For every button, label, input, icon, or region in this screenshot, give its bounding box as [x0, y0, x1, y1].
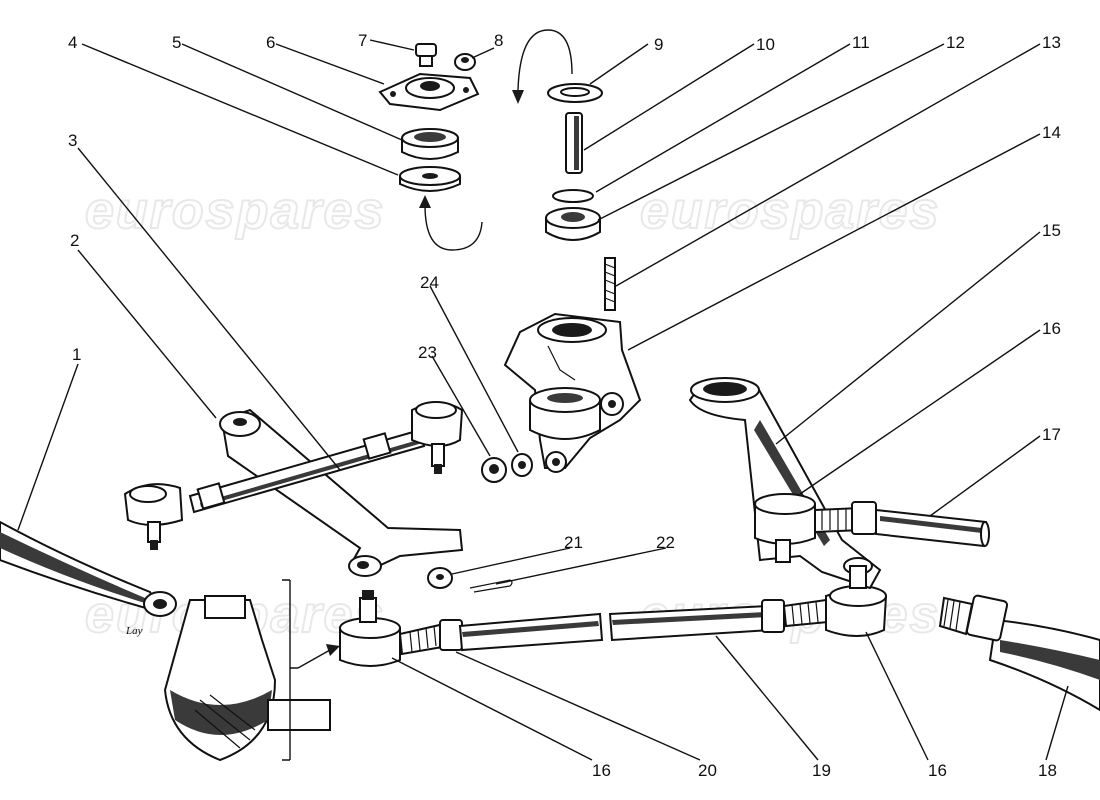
- part-20-adjuster-sleeve: [398, 619, 463, 656]
- part-7-bolt: [415, 43, 437, 67]
- part-17-tie-rod-right: [814, 501, 990, 548]
- part-9-washer: [547, 83, 603, 103]
- callout-24: 24: [420, 273, 439, 292]
- callout-5: 5: [172, 33, 181, 52]
- part-12-bearing: [545, 207, 601, 241]
- part-22-cotter-pin: [469, 579, 513, 593]
- callout-9: 9: [654, 35, 663, 54]
- callout-10: 10: [756, 35, 775, 54]
- callout-16-bottom-left: 16: [592, 761, 611, 780]
- callout-2: 2: [70, 231, 79, 250]
- callout-12: 12: [946, 33, 965, 52]
- callout-19: 19: [812, 761, 831, 780]
- part-3-steering-arm: [219, 408, 464, 577]
- part-10-pin: [565, 112, 583, 174]
- part-21-castle-nut: [427, 567, 453, 589]
- part-24-washer: [511, 453, 533, 477]
- part-2-tie-rod: [123, 401, 464, 550]
- callout-23: 23: [418, 343, 437, 362]
- callout-17: 17: [1042, 425, 1061, 444]
- part-13-stud: [604, 257, 616, 311]
- callout-11: 11: [852, 33, 870, 52]
- signature: Lay: [125, 625, 143, 637]
- callout-20: 20: [698, 761, 717, 780]
- watermark-top-right: eurospares: [640, 182, 940, 240]
- part-16-ball-joint-upper-right: [754, 493, 873, 589]
- callout-13: 13: [1042, 33, 1061, 52]
- callout-14: 14: [1042, 123, 1061, 142]
- callout-6: 6: [266, 33, 275, 52]
- callout-21: 21: [564, 533, 583, 552]
- part-14-knuckle-housing: [503, 312, 642, 473]
- part-18-drag-link: [938, 594, 1100, 712]
- part-16-ball-joint-left: [339, 590, 401, 667]
- callout-15: 15: [1042, 221, 1061, 240]
- leader-lines: [17, 39, 1069, 761]
- arrowhead-right-icon: [326, 644, 340, 656]
- part-1-track-rod-arm: Lay: [0, 520, 177, 637]
- part-23-nut: [481, 457, 507, 483]
- part-5-bearing: [401, 128, 459, 160]
- callout-8: 8: [494, 31, 503, 50]
- arrowhead-up-icon: [419, 195, 431, 208]
- part-11-thrust-washer: [552, 189, 594, 203]
- part-8-nut: [454, 53, 476, 71]
- callout-16-bottom-right: 16: [928, 761, 947, 780]
- callout-18: 18: [1038, 761, 1057, 780]
- callout-1: 1: [72, 345, 81, 364]
- ball-joint-section-inset: [163, 579, 340, 762]
- part-16-ball-joint-right: [825, 585, 888, 637]
- part-15-pitman-arm: [688, 377, 882, 590]
- callout-22: 22: [656, 533, 675, 552]
- callout-4: 4: [68, 33, 77, 52]
- assembly-arrow-right: [517, 29, 573, 91]
- callout-3: 3: [68, 131, 77, 150]
- part-4-seal: [399, 166, 461, 192]
- part-6-flange-cap: [378, 72, 480, 112]
- callout-7: 7: [358, 31, 367, 50]
- callout-16-upper-right: 16: [1042, 319, 1061, 338]
- watermark-top-left: eurospares: [85, 182, 385, 240]
- arrowhead-down-icon: [512, 90, 524, 104]
- assembly-arrow-left: [424, 204, 483, 251]
